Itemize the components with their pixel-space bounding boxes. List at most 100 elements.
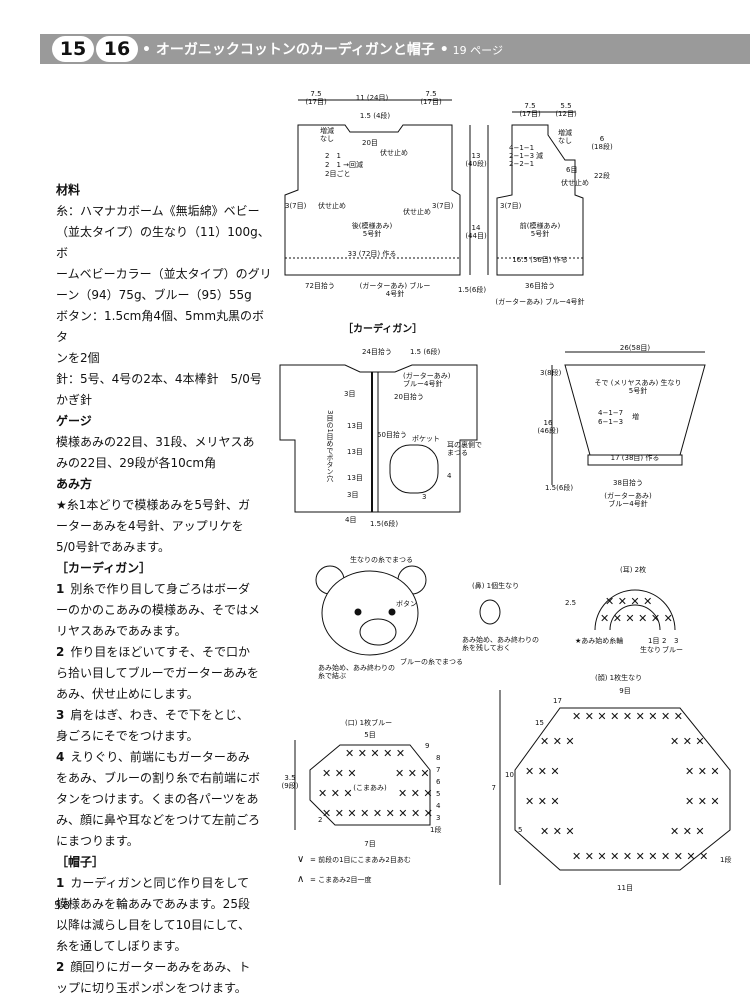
svg-text:✕ ✕ ✕ ✕ ✕ ✕: ✕ ✕ ✕ ✕ ✕ ✕: [600, 612, 673, 625]
svg-text:✕ ✕ ✕: ✕ ✕ ✕: [670, 735, 705, 748]
hat-height-2: (46段): [537, 426, 559, 435]
cardigan-r13b: 13目: [347, 448, 363, 456]
back-bottom-pick: 72目拾う: [305, 281, 335, 290]
cardigan-collar: 24目拾う: [362, 347, 392, 356]
face-top: 9目: [619, 687, 630, 695]
front-side-height: 6: [600, 135, 605, 143]
bear-button: ボタン: [396, 599, 417, 608]
back-dec3: 2目ごと: [325, 169, 350, 178]
front-dec-label: 減: [536, 151, 543, 160]
bear-note-1: 生なりの糸でまつる: [350, 555, 413, 564]
svg-text:✕ ✕ ✕: ✕ ✕ ✕: [395, 767, 430, 780]
svg-text:✕ ✕ ✕: ✕ ✕ ✕: [525, 765, 560, 778]
face-r5: 5: [518, 826, 522, 834]
step-number: 1: [56, 582, 65, 596]
hat-hem-height: 1.5(6段): [545, 483, 573, 492]
knitting-diagrams: ✕ ✕ ✕ ✕ ✕ ✕ ✕ ✕✕ ✕ ✕ ✕ ✕ ✕✕ ✕ ✕ ✕ ✕ ✕ ✕ …: [279, 90, 731, 892]
text-line: ボタン：1.5cm角4個、5mm丸黒のボタ: [56, 309, 265, 344]
step-number: 4: [56, 750, 65, 764]
title-text: • オーガニックコットンのカーディガンと帽子 •: [142, 42, 449, 58]
back-body-shape: [284, 124, 461, 276]
text-line: ーン（94）75g、ブルー（95）55g: [56, 288, 252, 302]
step-number: 2: [56, 645, 65, 659]
stitch-symbols: ✕ ✕ ✕ ✕ ✕ ✕ ✕ ✕✕ ✕ ✕ ✕ ✕ ✕✕ ✕ ✕ ✕ ✕ ✕ ✕ …: [318, 595, 720, 863]
nose-note-1: あみ始め、あみ終わりの: [462, 635, 539, 644]
front-top-left: 7.5: [524, 102, 535, 110]
step-continuation: 模様あみを輪あみであみます。25段: [56, 897, 250, 911]
cardigan-ear-note-2: まつる: [447, 449, 468, 457]
mouth-r6: 6: [436, 778, 441, 786]
back-nochange: 増減: [320, 126, 334, 135]
step-continuation: ーのかのこあみの模様あみ、そではメ: [56, 603, 261, 617]
cardigan-n4: 4: [447, 472, 452, 480]
back-dec1: 2 1: [325, 152, 341, 160]
page-number: 58: [54, 899, 72, 912]
face-r17: 17: [553, 697, 562, 705]
back-top-middle: 11 (24目): [356, 94, 389, 102]
page-header: 15 16 • オーガニックコットンのカーディガンと帽子 •19 ページ: [0, 34, 750, 64]
hat-hem: (ガーターあみ): [604, 491, 652, 500]
text-line: 模様あみの22目、31段、メリヤスあ: [56, 435, 255, 449]
front-body-shape: [496, 124, 584, 276]
nose-title: (鼻) 1個生なり: [472, 581, 519, 590]
hat-side1: 3(8段): [540, 368, 562, 377]
svg-text:✕ ✕ ✕: ✕ ✕ ✕: [318, 787, 353, 800]
step-continuation: ップに切り玉ポンポンをつけます。: [56, 981, 247, 995]
mouth-r4: 4: [436, 802, 441, 810]
back-height-total-2: (44目): [465, 232, 487, 240]
legend-dec-text: = こまあみ2目一度: [310, 875, 372, 884]
ear-note: ★あみ始め糸輪: [575, 636, 623, 645]
back-nochange-2: なし: [320, 135, 334, 143]
svg-text:✕ ✕ ✕ ✕: ✕ ✕ ✕ ✕: [605, 595, 652, 608]
svg-text:✕ ✕ ✕: ✕ ✕ ✕: [685, 795, 720, 808]
legend-dec-symbol: ∧: [297, 874, 304, 885]
text-line: （並太タイプ）の生なり（11）100g、ボ: [56, 225, 270, 260]
step-number: 1: [56, 876, 65, 890]
step-text: 作り目をほどいてすそ、そで口か: [70, 645, 251, 659]
mouth-r7: 7: [436, 766, 440, 774]
svg-text:✕ ✕ ✕: ✕ ✕ ✕: [322, 767, 357, 780]
step-continuation: 以降は減らし目をして10目にして、: [56, 918, 250, 932]
pattern-number-15: 15: [52, 36, 94, 62]
face-title: (顔) 1枚生なり: [595, 673, 642, 682]
step-continuation: にまつります。: [56, 834, 139, 848]
step-continuation: リヤスあみであみます。: [56, 624, 187, 638]
cardigan-ear-note: 耳の裏側で: [447, 440, 482, 449]
hat-height: 16: [544, 419, 553, 427]
back-arm-right: 3(7目): [432, 202, 454, 210]
ear-a: 1目: [648, 637, 659, 645]
back-center-label: 後(模様あみ): [352, 221, 393, 230]
mouth-r2: 2: [318, 816, 322, 824]
step-continuation: み、顔に鼻や耳などをつけて左前ごろ: [56, 813, 261, 827]
mouth-bottom: 7目: [364, 840, 375, 848]
cardigan-n3: 3: [422, 493, 426, 501]
cardigan-r4: 4目: [345, 516, 356, 524]
cardigan-diagram-title: ［カーディガン］: [343, 322, 422, 335]
back-hem: (ガーターあみ) ブルー: [360, 281, 431, 290]
face-chart-outline: [514, 707, 731, 871]
bear-face: [321, 570, 419, 656]
materials-text: 糸：ハマナカボーム《無垢綿》ベビー（並太タイプ）の生なり（11）100g、ボーム…: [56, 201, 276, 411]
mouth-side-2: (9段): [282, 781, 299, 790]
ear-b2: ブルー: [662, 645, 683, 654]
back-top-right-2: (17目): [420, 98, 442, 106]
ear-chart-inner-arc: [609, 604, 661, 631]
mouth-r8: 8: [436, 754, 440, 762]
cardigan-r13a: 13目: [347, 422, 363, 430]
front-inc-2: なし: [558, 137, 572, 145]
front-side-22: 22段: [594, 171, 610, 180]
mouth-title: (口) 1枚ブルー: [345, 718, 392, 727]
front-arm: 3(7目): [500, 202, 522, 210]
nose-note-2: 糸を残しておく: [462, 643, 511, 652]
materials-heading: 材料: [56, 183, 81, 197]
hat-inc1: 4−1−7: [598, 409, 623, 417]
step-continuation: 身ごろにそでをつけます。: [56, 729, 199, 743]
back-neck: 1.5 (4段): [360, 111, 391, 120]
svg-text:✕ ✕ ✕: ✕ ✕ ✕: [670, 825, 705, 838]
svg-text:✕ ✕ ✕ ✕ ✕ ✕ ✕ ✕ ✕ ✕ ✕: ✕ ✕ ✕ ✕ ✕ ✕ ✕ ✕ ✕ ✕ ✕: [572, 850, 708, 863]
cardigan-body-right: [378, 364, 478, 513]
hat-cast: 17 (38目) 作る: [611, 453, 660, 462]
step-continuation: ら拾い目してブルーでガーターあみを: [56, 666, 259, 680]
